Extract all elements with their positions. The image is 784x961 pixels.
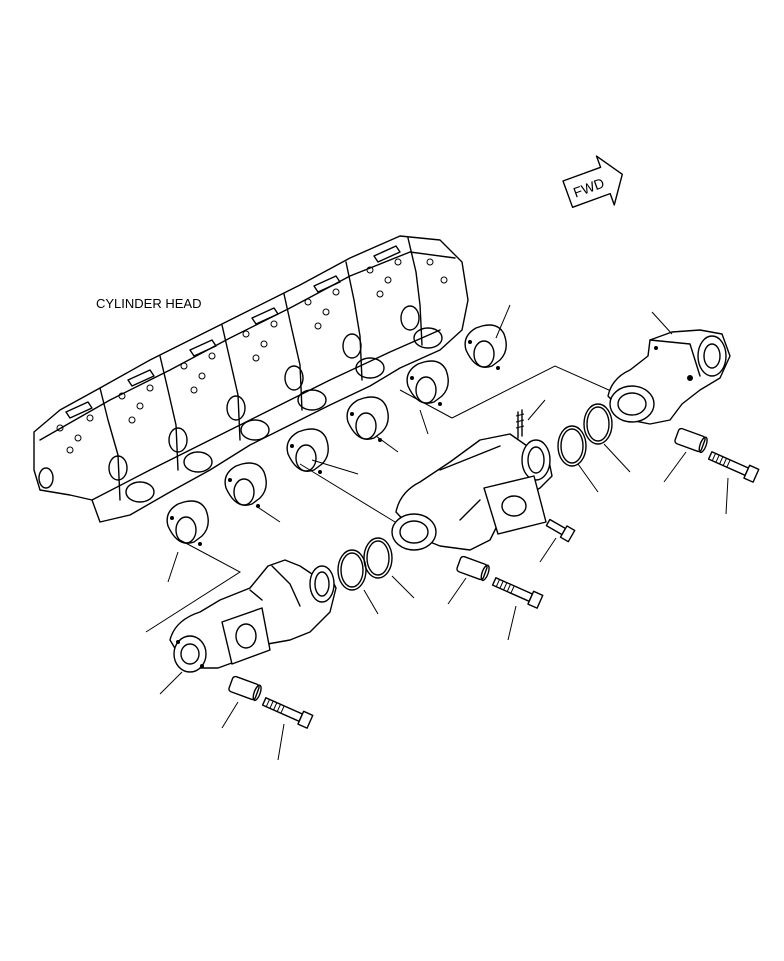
manifold-bolt [491, 577, 544, 609]
callout-leader [277, 723, 285, 761]
callout-leaders [159, 304, 729, 761]
callout-leader [419, 409, 429, 435]
center-exhaust-manifold [391, 409, 553, 551]
exhaust-gasket [464, 324, 507, 370]
exhaust-gasket [406, 360, 449, 406]
valve-rocker-details [65, 245, 401, 419]
exhaust-gasket [286, 428, 329, 474]
head-divider [283, 293, 303, 411]
cylinder-head-outline [33, 235, 469, 523]
callout-leader [539, 537, 557, 563]
rear-exhaust-manifold [607, 329, 731, 425]
manifold-bolt [261, 697, 314, 729]
callout-leader [221, 701, 239, 729]
seal-ring [363, 537, 393, 579]
callout-leader [527, 399, 546, 421]
callout-leader [663, 451, 687, 483]
callout-leader [603, 443, 631, 473]
callout-leader [311, 459, 359, 475]
callout-leader [391, 575, 415, 599]
spacer-sleeve [674, 427, 708, 454]
front-exhaust-manifold [169, 559, 337, 673]
short-bolt [545, 518, 576, 543]
callout-leader [159, 671, 183, 695]
spacer-sleeve [456, 555, 490, 582]
spacers [228, 427, 708, 702]
exhaust-gasket [166, 500, 209, 546]
exhaust-port-bosses [38, 305, 443, 503]
manifold-bolt [707, 451, 760, 483]
callout-leader [507, 605, 517, 641]
seal-rings [337, 403, 613, 591]
seal-ring [557, 425, 587, 467]
seal-ring [583, 403, 613, 445]
cylinder-head-label: CYLINDER HEAD [96, 296, 201, 311]
exhaust-gasket [224, 462, 267, 508]
callout-leader [363, 589, 379, 615]
head-divider [345, 261, 363, 381]
fwd-arrow-icon: FWD [562, 155, 623, 209]
callout-leader [167, 551, 179, 583]
exhaust-gasket [346, 396, 389, 442]
bolts [261, 451, 760, 729]
alignment-lines [145, 365, 621, 633]
callout-leader [255, 505, 281, 523]
head-divider [221, 324, 241, 441]
head-bolt-holes [56, 258, 448, 454]
cylinder-head-assembly [33, 235, 469, 523]
callout-leader [725, 477, 729, 515]
exhaust-gaskets [166, 324, 507, 546]
head-side-edge [91, 329, 441, 501]
callout-leader [447, 577, 467, 605]
head-deck-edge [39, 251, 456, 441]
callout-leader [375, 435, 399, 453]
callout-leader [495, 304, 511, 339]
head-divider [407, 237, 423, 346]
seal-ring [337, 549, 367, 591]
spacer-sleeve [228, 675, 262, 702]
callout-leader [577, 463, 599, 493]
callout-leader [651, 311, 673, 335]
